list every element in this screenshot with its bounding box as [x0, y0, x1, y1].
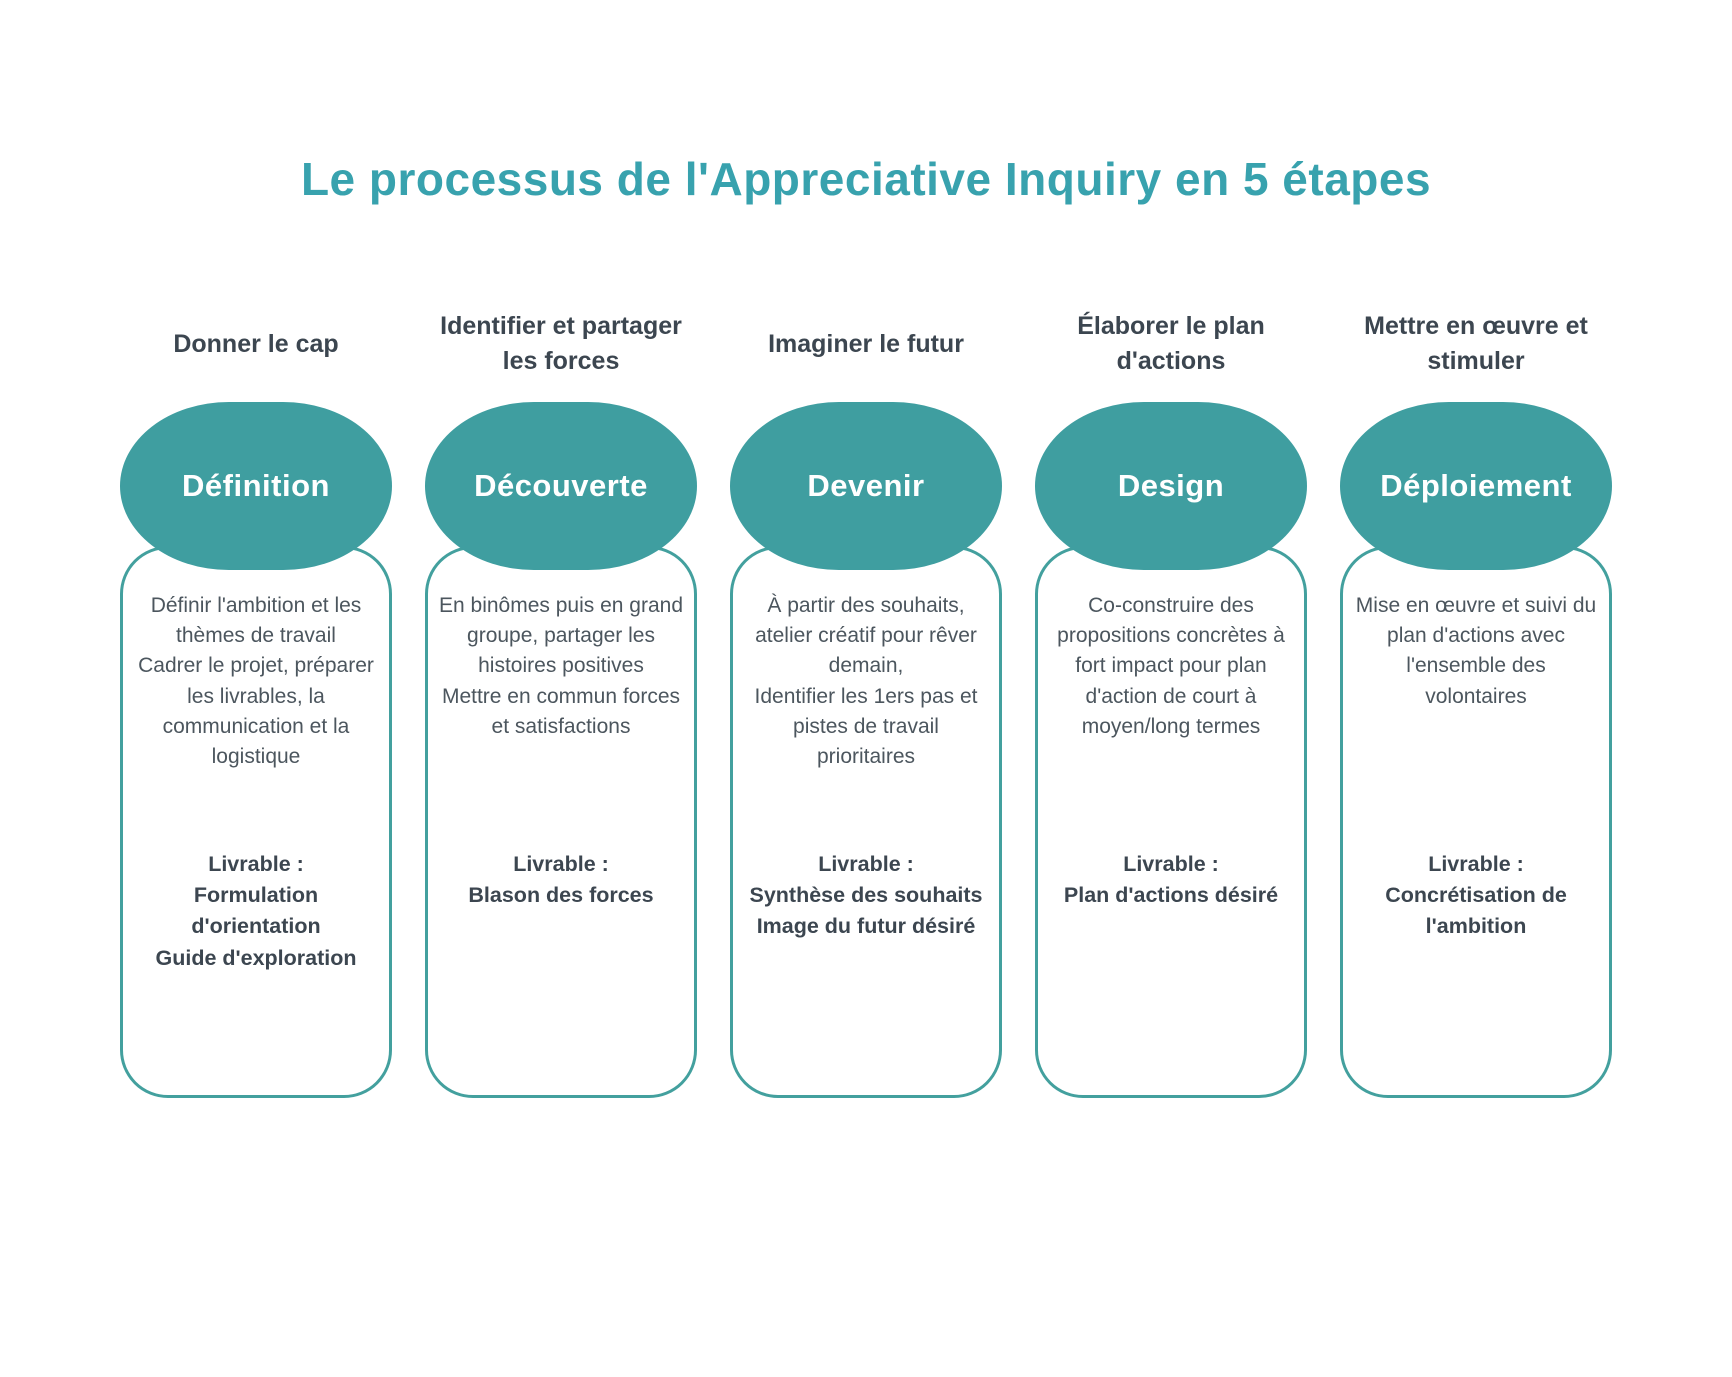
- deliverable-label: Livrable :: [513, 852, 609, 876]
- step-header-label: Donner le cap: [173, 329, 339, 358]
- step-header-label: Mettre en œuvre et stimuler: [1364, 312, 1588, 375]
- step-column-deploiement: Mettre en œuvre et stimuler Déploiement …: [1340, 296, 1612, 1098]
- deliverable-value: Plan d'actions désiré: [1063, 883, 1279, 908]
- deliverable-label: Livrable :: [1123, 852, 1219, 876]
- deliverable-block: Livrable : Synthèse des souhaits Image d…: [741, 849, 991, 943]
- step-pill-decouverte: Découverte: [425, 402, 697, 570]
- steps-row: Donner le cap Définition Définir l'ambit…: [0, 296, 1732, 1098]
- appreciative-inquiry-infographic: { "title": "Le processus de l'Appreciati…: [0, 152, 1732, 1377]
- step-column-definition: Donner le cap Définition Définir l'ambit…: [120, 296, 392, 1098]
- step-column-design: Élaborer le plan d'actions Design Co-con…: [1035, 296, 1307, 1098]
- step-card: Définir l'ambition et les thèmes de trav…: [120, 546, 392, 1098]
- step-pill-devenir: Devenir: [730, 402, 1002, 570]
- step-pill-definition: Définition: [120, 402, 392, 570]
- step-card: Co-construire des propositions concrètes…: [1035, 546, 1307, 1098]
- deliverable-label: Livrable :: [208, 852, 304, 876]
- step-header-label: Imaginer le futur: [768, 329, 964, 358]
- step-column-devenir: Imaginer le futur Devenir À partir des s…: [730, 296, 1002, 1098]
- deliverable-block: Livrable : Plan d'actions désiré: [1046, 849, 1296, 911]
- deliverable-block: Livrable : Formulation d'orientation Gui…: [131, 849, 381, 974]
- step-pill-deploiement: Déploiement: [1340, 402, 1612, 570]
- deliverable-block: Livrable : Blason des forces: [436, 849, 686, 911]
- step-description: À partir des souhaits, atelier créatif p…: [754, 594, 978, 769]
- step-header-label: Élaborer le plan d'actions: [1077, 312, 1265, 375]
- step-description: Co-construire des propositions concrètes…: [1057, 594, 1285, 738]
- page-title: Le processus de l'Appreciative Inquiry e…: [300, 153, 1432, 205]
- deliverable-label: Livrable :: [818, 852, 914, 876]
- step-description: Mise en œuvre et suivi du plan d'actions…: [1355, 594, 1597, 708]
- step-description: Définir l'ambition et les thèmes de trav…: [138, 594, 374, 769]
- deliverable-value: Concrétisation de l'ambition: [1385, 883, 1567, 939]
- deliverable-block: Livrable : Concrétisation de l'ambition: [1351, 849, 1601, 943]
- deliverable-value: Synthèse des souhaits Image du futur dés…: [749, 883, 983, 939]
- step-card: En binômes puis en grand groupe, partage…: [425, 546, 697, 1098]
- step-pill-design: Design: [1035, 402, 1307, 570]
- deliverable-label: Livrable :: [1428, 852, 1524, 876]
- step-card: Mise en œuvre et suivi du plan d'actions…: [1340, 546, 1612, 1098]
- step-card: À partir des souhaits, atelier créatif p…: [730, 546, 1002, 1098]
- step-column-decouverte: Identifier et partager les forces Découv…: [425, 296, 697, 1098]
- deliverable-value: Blason des forces: [468, 883, 654, 908]
- step-header-label: Identifier et partager les forces: [440, 312, 682, 375]
- deliverable-value: Formulation d'orientation Guide d'explor…: [155, 883, 357, 970]
- step-description: En binômes puis en grand groupe, partage…: [439, 594, 683, 738]
